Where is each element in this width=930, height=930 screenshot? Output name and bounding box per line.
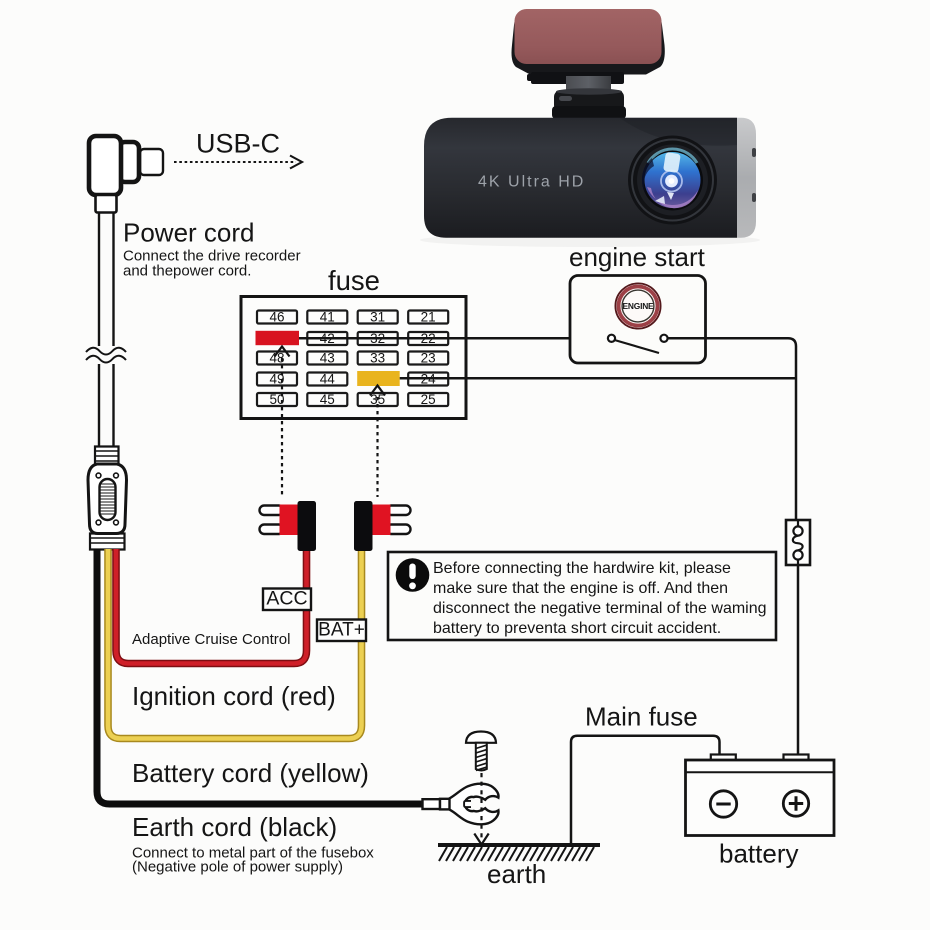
svg-text:Earth cord (black): Earth cord (black) [132,812,337,842]
svg-text:Main fuse: Main fuse [585,702,698,732]
svg-text:disconnect the negative termin: disconnect the negative terminal of the … [433,600,767,617]
svg-text:50: 50 [269,392,284,407]
svg-text:31: 31 [370,310,385,325]
svg-text:43: 43 [320,351,335,366]
svg-text:45: 45 [320,392,335,407]
svg-text:make sure that the engine is o: make sure that the engine is off. And th… [433,580,728,597]
svg-text:44: 44 [320,372,336,387]
svg-text:Battery cord (yellow): Battery cord (yellow) [132,758,369,788]
svg-text:46: 46 [269,310,284,325]
svg-text:BAT+: BAT+ [318,620,365,641]
svg-text:ENGINE: ENGINE [623,301,655,311]
svg-text:4K Ultra HD: 4K Ultra HD [478,174,585,191]
svg-text:Connect to metal part of the f: Connect to metal part of the fusebox [132,845,374,862]
svg-text:USB-C: USB-C [196,129,280,159]
svg-text:Power cord: Power cord [123,218,255,248]
svg-text:41: 41 [320,310,335,325]
svg-text:ACC: ACC [266,588,307,610]
svg-text:Ignition cord (red): Ignition cord (red) [132,681,336,711]
svg-text:engine start: engine start [569,242,706,272]
svg-text:fuse: fuse [328,265,380,296]
svg-text:23: 23 [421,351,436,366]
svg-text:48: 48 [269,351,284,366]
svg-text:25: 25 [421,392,436,407]
svg-text:earth: earth [487,859,546,889]
svg-text:33: 33 [370,351,385,366]
svg-text:(Negative pole of power supply: (Negative pole of power supply) [132,859,343,876]
svg-text:Connect the drive recorder: Connect the drive recorder [123,248,301,265]
svg-text:battery to preventa short circ: battery to preventa short circuit accide… [433,620,721,637]
svg-text:Adaptive Cruise Control: Adaptive Cruise Control [132,631,290,648]
svg-text:49: 49 [269,372,284,387]
svg-text:21: 21 [421,310,436,325]
svg-text:battery: battery [719,839,799,869]
svg-text:Before connecting the hardwire: Before connecting the hardwire kit, plea… [433,560,731,577]
svg-text:and thepower cord.: and thepower cord. [123,263,251,280]
